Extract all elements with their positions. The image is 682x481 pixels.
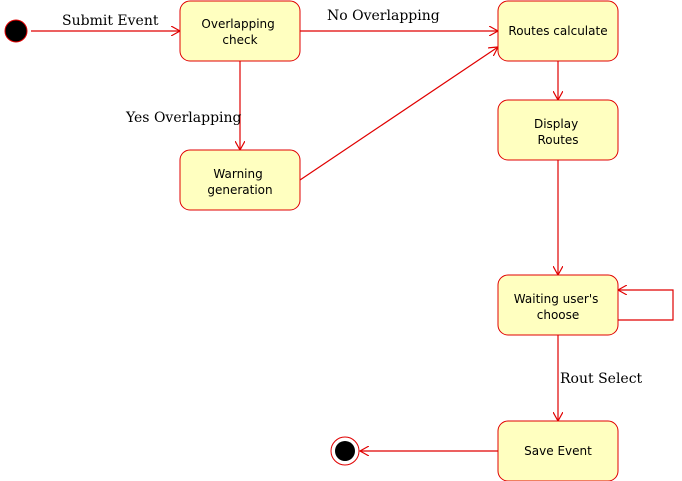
svg-text:Warning generation: Warning generation [207,167,272,197]
state-label-line: check [222,33,257,47]
state-label-line: Routes calculate [508,24,607,38]
edges [31,31,674,451]
svg-text:Routes calculate: Routes calculate [508,24,607,38]
transition-label-rout-select: Rout Select [560,371,643,387]
transition-label-yes-overlapping: Yes Overlapping [125,110,242,126]
state-label-line: Warning [213,167,262,181]
transition-label-no-overlapping: No Overlapping [327,8,440,24]
state-display-routes: Display Routes [497,99,619,161]
state-warning-generation: Warning generation [179,149,301,211]
svg-text:Display Routes: Display Routes [534,117,582,147]
state-label-line: choose [537,308,580,322]
svg-text:Save Event: Save Event [524,444,592,458]
state-label-line: Display [534,117,578,131]
state-overlapping-check: Overlapping check [179,0,301,62]
state-label-line: Overlapping [201,17,274,31]
svg-text:Waiting user's choose: Waiting user's choose [514,292,602,322]
svg-text:Overlapping check: Overlapping check [201,17,278,47]
end-node [330,436,360,466]
edge-warning-to-routes [299,47,498,181]
state-label-line: Save Event [524,444,592,458]
transition-label-submit-event: Submit Event [62,13,159,29]
state-routes-calculate: Routes calculate [497,0,619,62]
state-label-line: Waiting user's [514,292,599,306]
state-label-line: generation [207,183,272,197]
state-waiting-users-choose: Waiting user's choose [497,274,619,336]
edge-waiting-self-loop [618,290,674,321]
state-save-event: Save Event [497,420,619,481]
start-node [4,19,28,43]
state-label-line: Routes [537,133,578,147]
